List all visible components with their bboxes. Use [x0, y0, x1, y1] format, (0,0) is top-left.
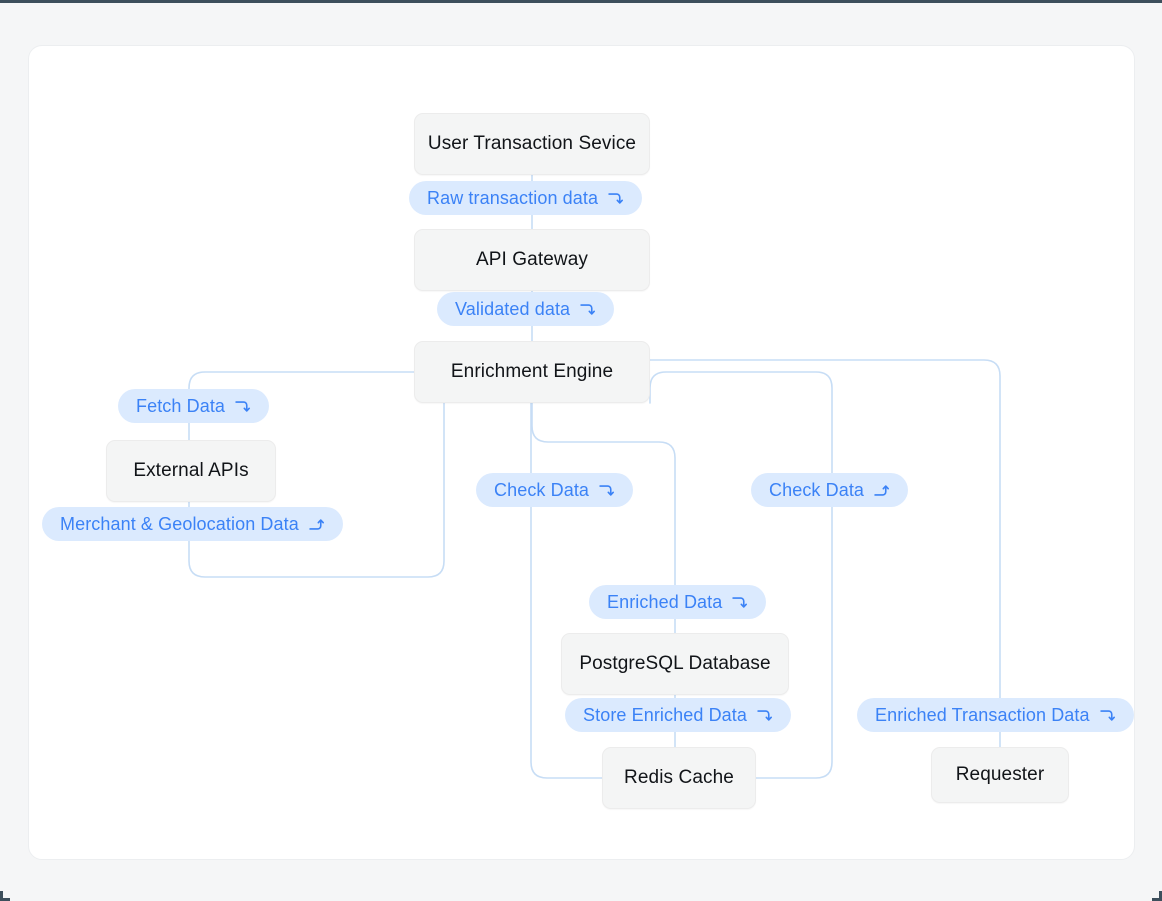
node-redis-cache[interactable]: Redis Cache	[602, 747, 756, 809]
edge-label-text: Merchant & Geolocation Data	[60, 514, 299, 534]
arrow-turn-down-icon	[1099, 707, 1116, 724]
arrow-turn-up-icon	[308, 516, 325, 533]
diagram-canvas-card: User Transaction Sevice API Gateway Enri…	[28, 45, 1135, 860]
edge-label-check-data-left[interactable]: Check Data	[476, 473, 634, 507]
node-label: API Gateway	[476, 249, 588, 270]
edge-label-enriched-transaction-data[interactable]: Enriched Transaction Data	[857, 698, 1134, 732]
corner-marker-bottom-left	[0, 891, 10, 901]
node-label: Requester	[955, 764, 1045, 785]
edge-label-text: Enriched Transaction Data	[875, 705, 1090, 725]
node-api-gateway[interactable]: API Gateway	[414, 229, 650, 291]
arrow-turn-down-icon	[579, 301, 596, 318]
node-label: External APIs	[133, 460, 249, 481]
arrow-turn-down-icon	[756, 707, 773, 724]
arrow-turn-down-icon	[607, 190, 624, 207]
arrow-turn-up-icon	[873, 482, 890, 499]
node-enrichment-engine[interactable]: Enrichment Engine	[414, 341, 650, 403]
node-label: User Transaction Sevice	[427, 133, 637, 154]
arrow-turn-down-icon	[598, 482, 615, 499]
edge-label-validated-data[interactable]: Validated data	[437, 292, 615, 326]
corner-marker-bottom-right	[1152, 891, 1162, 901]
node-label: Redis Cache	[624, 767, 734, 788]
edge-label-text: Store Enriched Data	[583, 705, 747, 725]
node-postgresql-database[interactable]: PostgreSQL Database	[561, 633, 789, 695]
edge-label-merchant-geolocation-data[interactable]: Merchant & Geolocation Data	[42, 507, 343, 541]
node-requester[interactable]: Requester	[931, 747, 1069, 803]
arrow-turn-down-icon	[234, 398, 251, 415]
edge-label-text: Validated data	[455, 299, 571, 319]
edge-label-text: Check Data	[494, 480, 590, 500]
node-user-transaction-service[interactable]: User Transaction Sevice	[414, 113, 650, 175]
edge-label-text: Check Data	[769, 480, 865, 500]
edge-label-fetch-data[interactable]: Fetch Data	[118, 389, 270, 423]
edge-label-text: Raw transaction data	[427, 188, 599, 208]
node-external-apis[interactable]: External APIs	[106, 440, 276, 502]
edge-label-text: Enriched Data	[607, 592, 723, 612]
edge-label-enriched-data[interactable]: Enriched Data	[589, 585, 767, 619]
arrow-turn-down-icon	[731, 594, 748, 611]
edge-label-text: Fetch Data	[136, 396, 226, 416]
node-label: PostgreSQL Database	[579, 653, 771, 674]
edge-label-store-enriched-data[interactable]: Store Enriched Data	[565, 698, 791, 732]
edge-label-raw-transaction-data[interactable]: Raw transaction data	[409, 181, 643, 215]
node-label: Enrichment Engine	[450, 361, 614, 382]
edge-label-check-data-right[interactable]: Check Data	[751, 473, 909, 507]
